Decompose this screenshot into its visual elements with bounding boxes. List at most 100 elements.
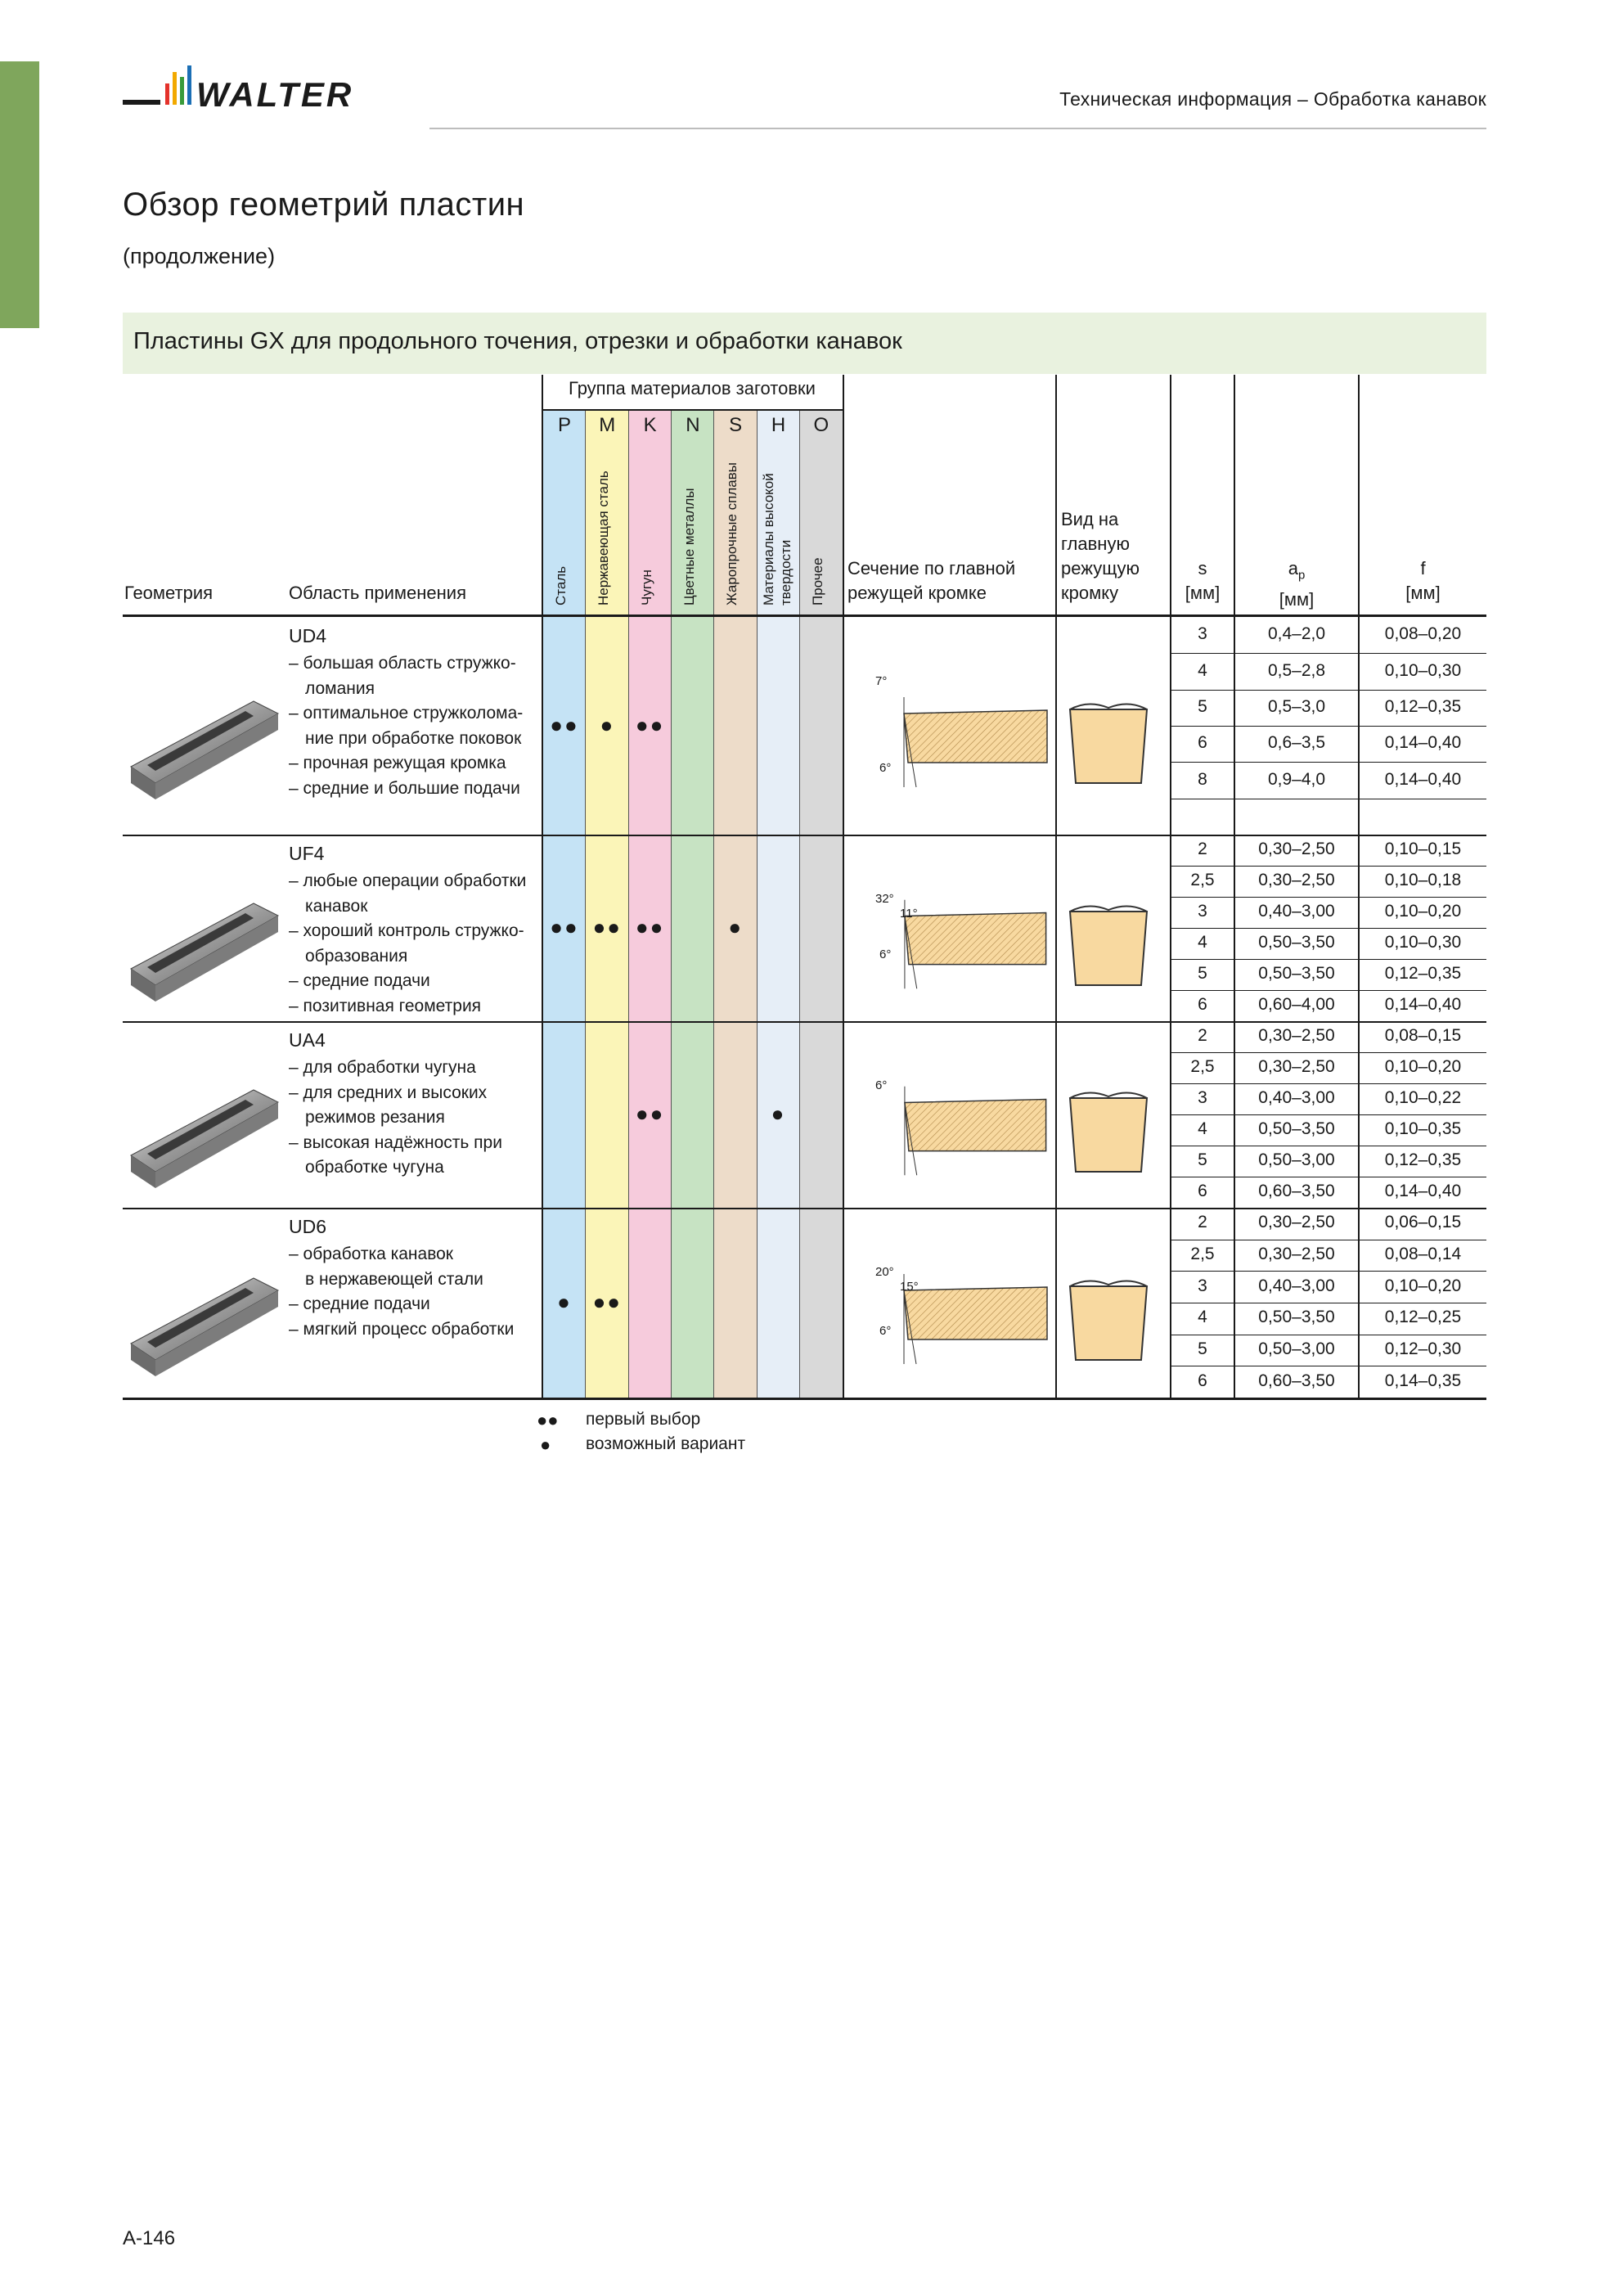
cell-f: 0,12–0,35 <box>1384 696 1462 716</box>
angle-label: 11° <box>900 907 918 921</box>
row-separator <box>123 1398 1486 1400</box>
angle-label: 6° <box>879 1324 892 1338</box>
suitability-dot: ● <box>771 1101 786 1126</box>
angle-label: 15° <box>900 1280 919 1294</box>
material-column-p <box>543 409 587 1399</box>
material-letter-k: K <box>643 414 657 436</box>
legend-possible-label: возможный вариант <box>586 1434 746 1453</box>
application-line: – высокая надёжность при <box>289 1132 502 1152</box>
suitability-dot: ●● <box>550 915 579 939</box>
suitability-dot: ●● <box>635 1101 665 1126</box>
header-bottom-rule <box>123 615 1486 617</box>
application-line: канавок <box>305 896 368 916</box>
legend-first-choice-label: первый выбор <box>586 1410 701 1429</box>
subrow-rule <box>1171 762 1486 763</box>
insert-image <box>130 700 280 799</box>
cell-f: 0,14–0,40 <box>1384 769 1462 789</box>
material-letter-m: M <box>599 414 616 436</box>
cell-ap: 0,40–3,00 <box>1258 1276 1335 1295</box>
cell-f: 0,08–0,20 <box>1384 624 1462 644</box>
cutting-edge-section-drawing <box>903 697 1048 788</box>
material-name-k: Чугун <box>638 569 654 606</box>
cell-ap: 0,50–3,50 <box>1258 1308 1335 1327</box>
section-title: Пластины GX для продольного точения, отр… <box>133 328 902 354</box>
cell-ap: 0,30–2,50 <box>1258 1213 1335 1232</box>
table-vline <box>1170 375 1171 1399</box>
cell-ap: 0,30–2,50 <box>1258 840 1335 858</box>
page-subtitle: (продолжение) <box>123 244 276 268</box>
cell-s: 3 <box>1198 1088 1207 1107</box>
cell-ap: 0,5–3,0 <box>1267 696 1326 716</box>
subrow-rule <box>1171 990 1486 991</box>
insert-image <box>130 1089 280 1188</box>
suitability-dot: ● <box>557 1290 572 1314</box>
material-divider <box>798 409 800 1399</box>
geometry-code: UD4 <box>289 625 327 646</box>
application-line: – прочная режущая кромка <box>289 754 506 772</box>
cell-s: 2,5 <box>1190 1057 1215 1076</box>
subrow-rule <box>1171 1114 1486 1115</box>
subrow-rule <box>1171 959 1486 960</box>
material-letter-s: S <box>729 414 743 436</box>
cell-ap: 0,5–2,8 <box>1267 660 1326 680</box>
material-name-p: Сталь <box>553 565 569 606</box>
cell-s: 3 <box>1198 1276 1207 1295</box>
geometry-code: UA4 <box>289 1029 326 1051</box>
material-column-m <box>586 409 629 1399</box>
material-group-rule <box>542 409 844 411</box>
cell-s: 4 <box>1198 660 1207 680</box>
header-title: Техническая информация – Обработка канав… <box>1059 88 1486 110</box>
page-title: Обзор геометрий пластин <box>123 187 525 223</box>
table-vline <box>843 375 844 1399</box>
side-tab <box>0 61 39 328</box>
cell-f: 0,12–0,35 <box>1384 964 1462 983</box>
cell-f: 0,12–0,30 <box>1384 1339 1462 1358</box>
cell-ap: 0,40–3,00 <box>1258 902 1335 921</box>
material-name-s: Жаропрочные сплавы <box>724 462 740 606</box>
application-line: – для обработки чугуна <box>289 1058 476 1077</box>
angle-label: 7° <box>875 674 888 688</box>
material-column-k <box>628 409 672 1399</box>
cell-ap: 0,30–2,50 <box>1258 1057 1335 1076</box>
cell-s: 2,5 <box>1190 1245 1215 1263</box>
material-divider <box>670 409 672 1399</box>
application-line: ломания <box>305 678 375 698</box>
application-line: – для средних и высоких <box>289 1083 488 1102</box>
table-vline <box>1358 375 1360 1399</box>
cell-s: 4 <box>1198 1308 1207 1327</box>
angle-label: 6° <box>879 948 892 961</box>
material-column-n <box>671 409 715 1399</box>
subrow-rule <box>1171 689 1486 691</box>
subrow-rule <box>1171 726 1486 727</box>
subrow-rule <box>1171 1271 1486 1272</box>
table-vline <box>1055 375 1057 1399</box>
cell-f: 0,08–0,14 <box>1384 1245 1462 1263</box>
application-line: ние при обработке поковок <box>305 728 522 748</box>
application-line: – оптимальное стружколома- <box>289 704 524 723</box>
row-separator <box>123 835 1486 836</box>
cell-s: 5 <box>1198 1150 1207 1169</box>
material-column-h <box>757 409 800 1399</box>
cell-s: 6 <box>1198 1371 1207 1390</box>
cell-ap: 0,30–2,50 <box>1258 1245 1335 1263</box>
cell-f: 0,10–0,20 <box>1384 1276 1462 1295</box>
material-divider <box>756 409 758 1399</box>
cell-ap: 0,40–3,00 <box>1258 1088 1335 1107</box>
cell-s: 4 <box>1198 1119 1207 1138</box>
svg-text:WALTER: WALTER <box>196 75 353 114</box>
material-name-n: Цветные металлы <box>681 488 697 606</box>
header-application: Область применения <box>289 583 466 603</box>
cell-ap: 0,50–3,50 <box>1258 933 1335 952</box>
application-line: – позитивная геометрия <box>289 996 482 1015</box>
cell-ap: 0,30–2,50 <box>1258 1026 1335 1045</box>
suitability-dot: ●● <box>550 713 579 737</box>
subrow-rule <box>1171 1052 1486 1053</box>
application-line: режимов резания <box>305 1108 445 1127</box>
header-s: s [мм] <box>1185 558 1221 603</box>
subrow-rule <box>1171 653 1486 655</box>
angle-label: 20° <box>875 1265 894 1279</box>
cell-f: 0,10–0,30 <box>1384 933 1462 952</box>
cell-s: 6 <box>1198 995 1207 1014</box>
material-letter-o: O <box>813 414 829 436</box>
row-separator <box>123 1208 1486 1209</box>
